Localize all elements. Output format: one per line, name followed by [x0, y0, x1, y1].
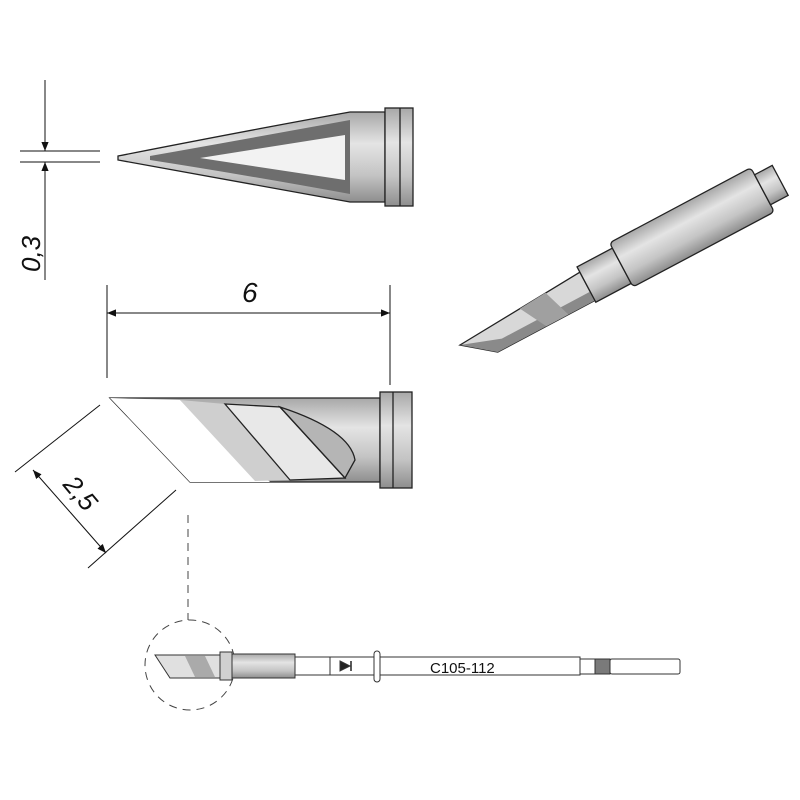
dimension-length-label: 6: [242, 277, 258, 308]
part-number-label: C105-112: [430, 660, 495, 677]
dimension-thickness: [20, 80, 100, 280]
dimension-blade-width: [14, 404, 177, 569]
dimension-blade-width-label: 2,5: [57, 469, 104, 517]
tip-top-view: [117, 107, 414, 207]
tip-full-view: [154, 650, 681, 683]
tip-side-view: [108, 391, 413, 489]
dimension-thickness-label: 0,3: [16, 235, 46, 272]
tip-isometric-view: [458, 164, 790, 353]
dimension-length: [106, 285, 391, 385]
